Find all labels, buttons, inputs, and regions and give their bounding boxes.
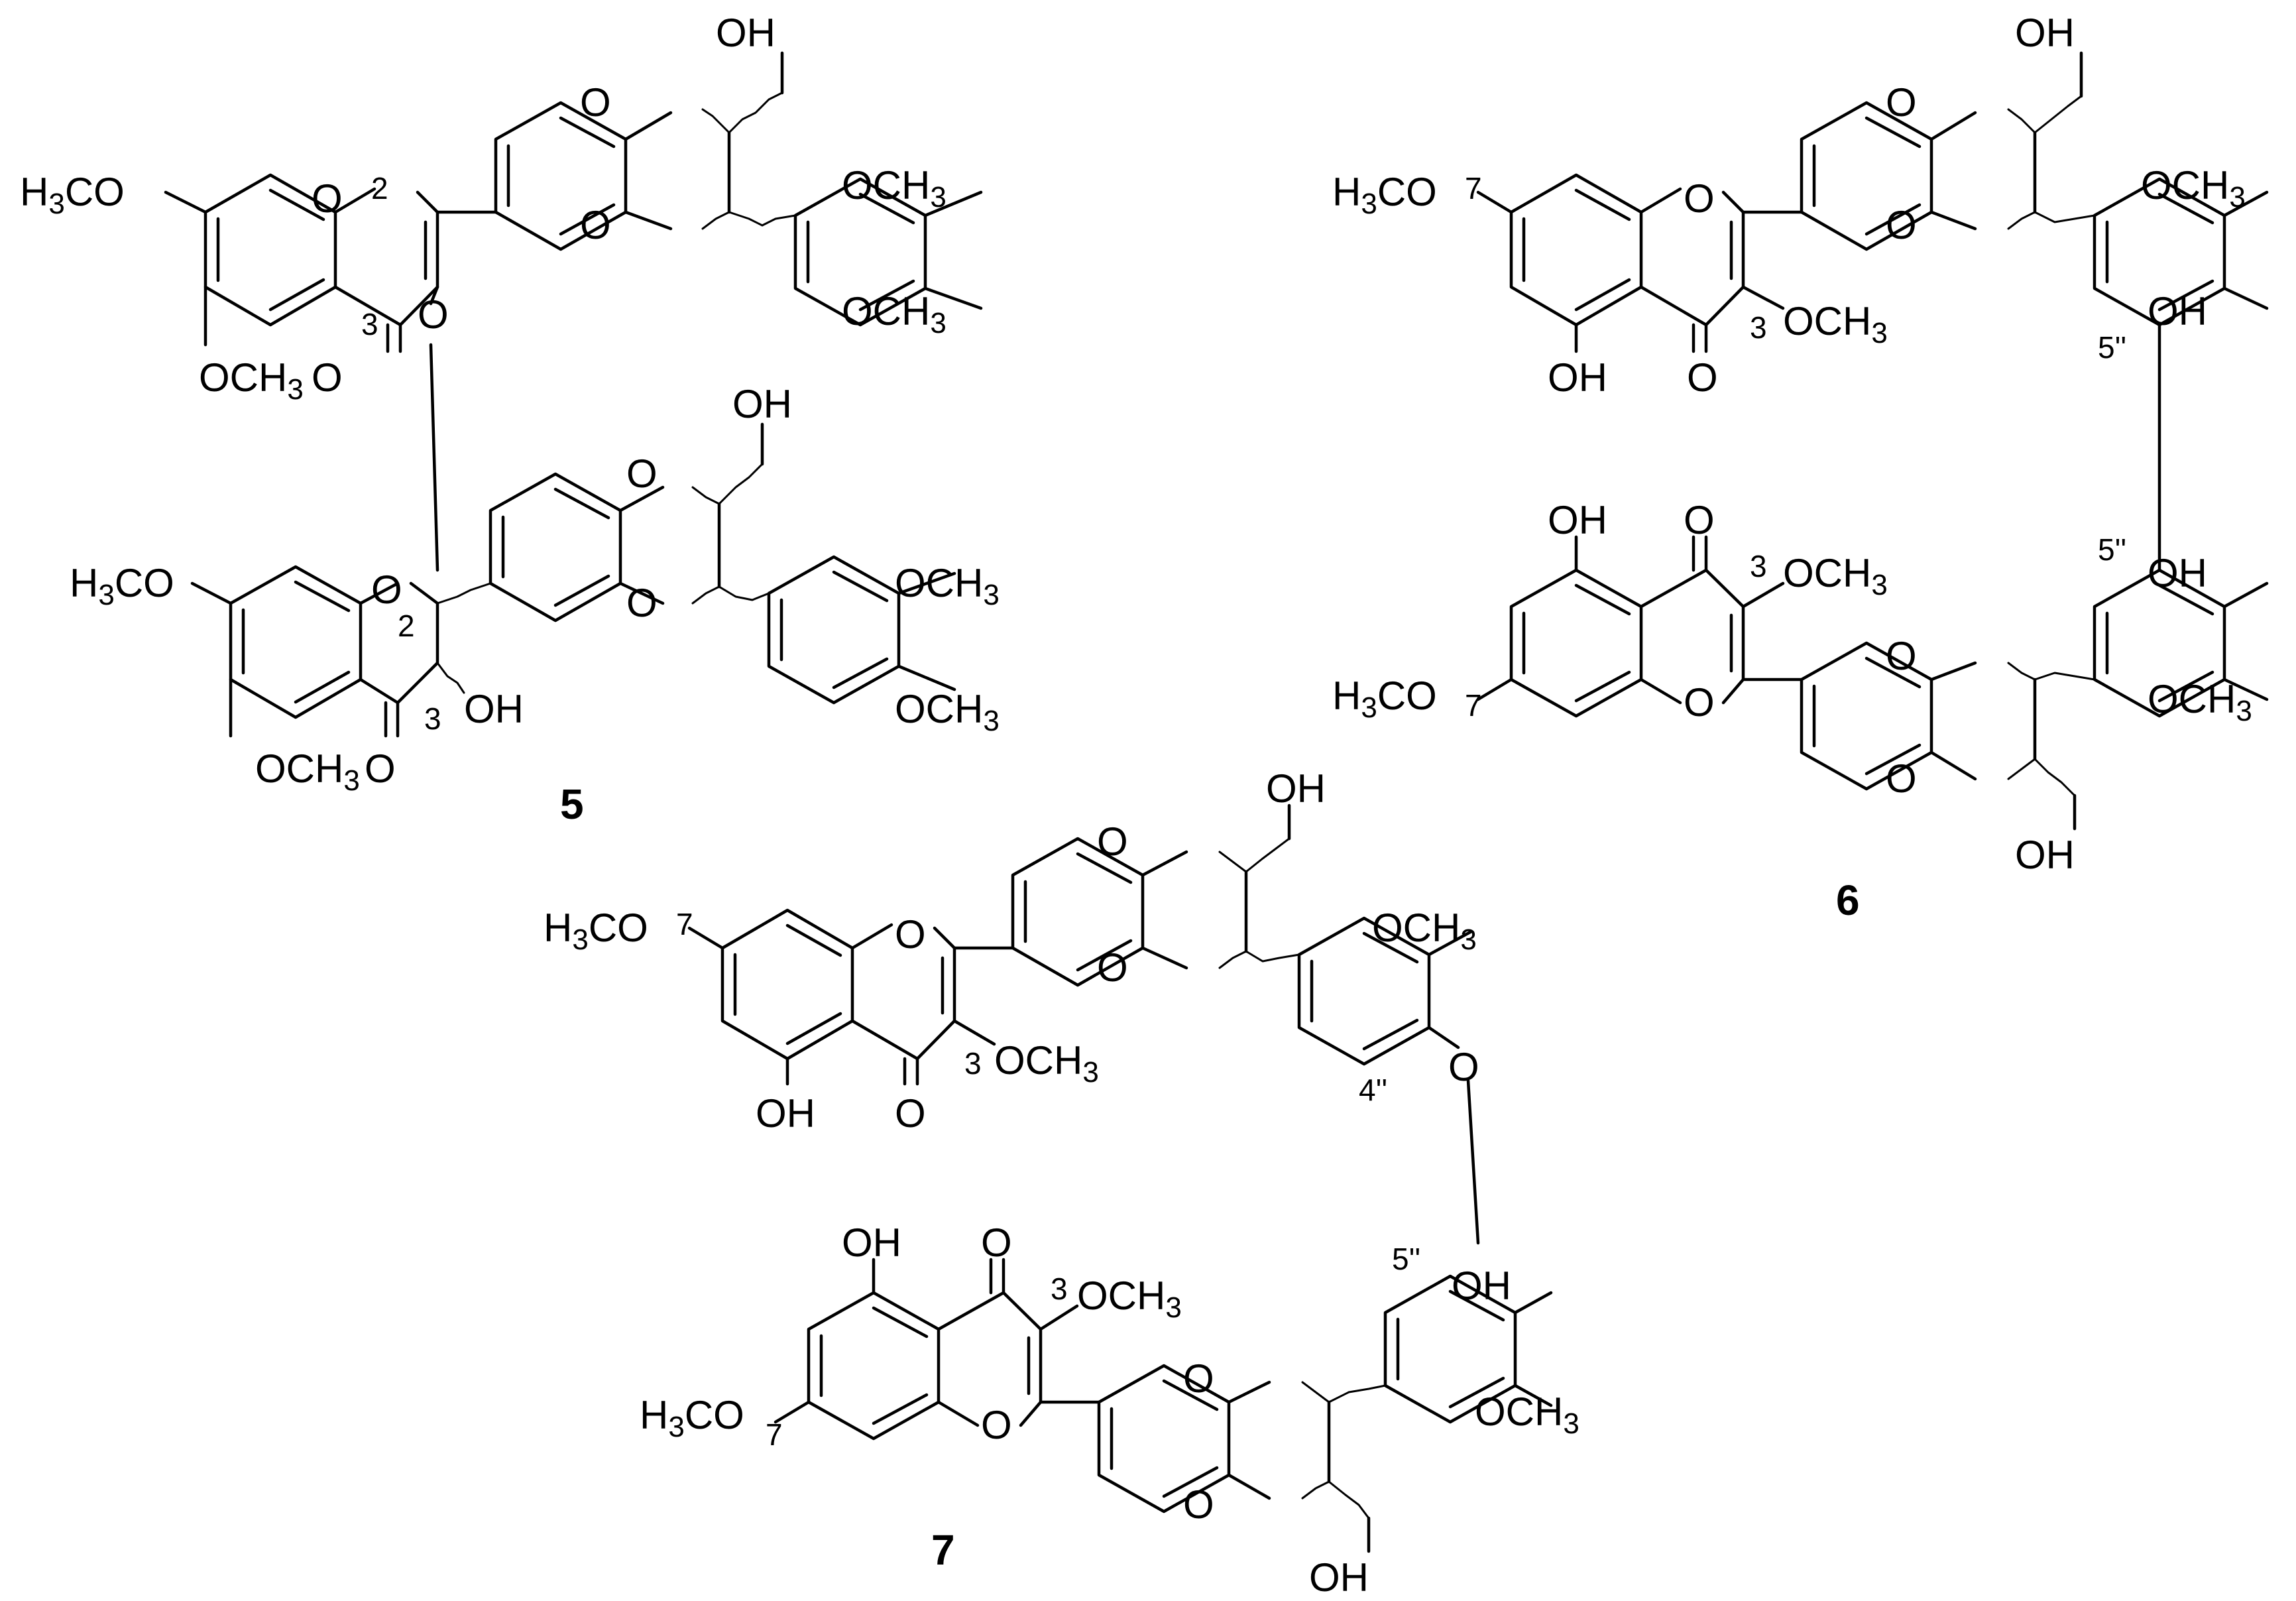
a-ring <box>1509 568 1643 718</box>
label-oh: OH <box>464 687 524 731</box>
label-dioxane-o: O <box>1886 756 1917 801</box>
label-carbonyl-o: O <box>1687 355 1718 400</box>
label-och3: OCH3 <box>1077 1274 1182 1324</box>
label-dioxane-o: O <box>1886 80 1917 125</box>
label-oh: OH <box>2148 551 2207 595</box>
label-och3: OCH3 <box>842 163 947 213</box>
compound-number: 6 <box>1836 876 1860 924</box>
compound-5-top-unit <box>164 51 983 353</box>
label-ring-o: O <box>312 176 343 221</box>
label-och3: OCH3 <box>994 1038 1099 1089</box>
compound-7: H3CO 7 OH O 3 OCH3 O O O OH OCH3 O 4'' O… <box>544 766 1579 1600</box>
label-position: 3 <box>424 701 441 736</box>
label-oh: OH <box>1266 766 1326 811</box>
compound-5-bottom-unit <box>190 422 956 738</box>
label-ring-o: O <box>895 912 926 957</box>
label-ring-o: O <box>371 567 402 612</box>
label-position: 7 <box>1465 688 1482 723</box>
label-dioxane-o: O <box>1097 945 1128 990</box>
label-position: 3 <box>1051 1272 1068 1306</box>
label-h3co: H3CO <box>1332 674 1437 724</box>
label-dioxane-o: O <box>626 581 658 625</box>
label-position: 7 <box>1465 171 1482 206</box>
label-position: 4'' <box>1359 1073 1387 1107</box>
compound-6-top-unit <box>1476 51 2269 353</box>
label-dioxane-o: O <box>580 203 611 247</box>
label-dioxane-o: O <box>1886 634 1917 678</box>
label-dioxane-o: O <box>580 80 611 125</box>
label-position: 3 <box>1750 549 1767 583</box>
linker-bond-5 <box>429 343 439 572</box>
label-dioxane-o: O <box>1183 1482 1214 1527</box>
benzodioxane-ring <box>488 472 622 623</box>
label-h3co: H3CO <box>544 906 648 956</box>
label-position: 3 <box>964 1046 982 1081</box>
linker-bond-7 <box>1466 1079 1480 1245</box>
label-och3: OCH3 <box>1475 1390 1579 1440</box>
label-och3: OCH3 <box>1783 299 1888 349</box>
dimethoxyphenyl-ring <box>767 555 901 705</box>
label-ether-o: O <box>1448 1045 1479 1089</box>
compound-number: 7 <box>931 1526 955 1574</box>
label-och3: OCH3 <box>895 561 1000 611</box>
label-och3: OCH3 <box>895 687 1000 737</box>
compound-7-bottom-unit <box>774 1258 1553 1553</box>
label-och3: OCH3 <box>199 355 304 406</box>
label-h3co: H3CO <box>640 1393 744 1443</box>
label-carbonyl-o: O <box>1684 498 1715 542</box>
label-position: 7 <box>676 907 693 941</box>
compound-7-top-unit <box>687 803 1473 1086</box>
label-oh: OH <box>1548 498 1607 542</box>
label-ring-o: O <box>1684 680 1715 725</box>
a-ring <box>1509 173 1643 327</box>
label-och3: OCH3 <box>842 289 947 339</box>
label-h3co: H3CO <box>70 561 174 611</box>
compound-number: 5 <box>560 780 584 828</box>
label-oh: OH <box>1548 355 1607 400</box>
label-och3: OCH3 <box>2141 163 2246 213</box>
label-dioxane-o: O <box>1097 819 1128 864</box>
label-och3: OCH3 <box>2148 677 2252 727</box>
label-oh: OH <box>842 1220 901 1265</box>
label-dioxane-o: O <box>1886 203 1917 247</box>
label-dioxane-o: O <box>626 451 658 496</box>
compound-6: H3CO 7 OH O 3 OCH3 O O O OH OCH3 OH 5'' … <box>1332 11 2269 924</box>
a-ring <box>229 565 363 719</box>
label-position: 3 <box>1750 310 1767 345</box>
label-oh: OH <box>716 11 775 55</box>
a-ring <box>807 1291 941 1441</box>
a-ring <box>720 908 854 1061</box>
label-carbonyl-o: O <box>895 1091 926 1136</box>
label-och3: OCH3 <box>1783 551 1888 601</box>
label-h3co: H3CO <box>1332 170 1437 220</box>
label-position: 5'' <box>2098 330 2126 365</box>
label-ring-o: O <box>1684 176 1715 221</box>
compound-6-bottom-unit <box>1476 535 2269 831</box>
label-position: 5'' <box>2098 532 2126 567</box>
compound-5: H3CO OCH3 O O O O O OH OCH3 OCH3 2 3 H3C… <box>20 11 1000 828</box>
label-oh: OH <box>2148 289 2207 333</box>
label-oh: OH <box>2015 11 2075 55</box>
label-oh: OH <box>2015 833 2075 877</box>
label-bridge-o: O <box>418 292 449 337</box>
label-och3: OCH3 <box>1372 906 1477 956</box>
label-position: 3 <box>361 307 378 341</box>
label-h3co: H3CO <box>20 170 125 220</box>
label-carbonyl-o: O <box>365 746 396 791</box>
label-position: 2 <box>371 171 388 206</box>
label-position: 2 <box>398 609 415 643</box>
label-oh: OH <box>756 1091 815 1136</box>
label-oh: OH <box>1309 1555 1369 1600</box>
label-carbonyl-o: O <box>981 1220 1012 1265</box>
label-och3: OCH3 <box>255 746 360 797</box>
label-ring-o: O <box>981 1403 1012 1447</box>
label-position: 7 <box>766 1417 783 1452</box>
label-oh: OH <box>732 382 792 426</box>
label-carbonyl-o: O <box>312 355 343 400</box>
label-position: 5'' <box>1392 1242 1420 1276</box>
label-dioxane-o: O <box>1183 1356 1214 1401</box>
label-oh: OH <box>1452 1264 1511 1308</box>
